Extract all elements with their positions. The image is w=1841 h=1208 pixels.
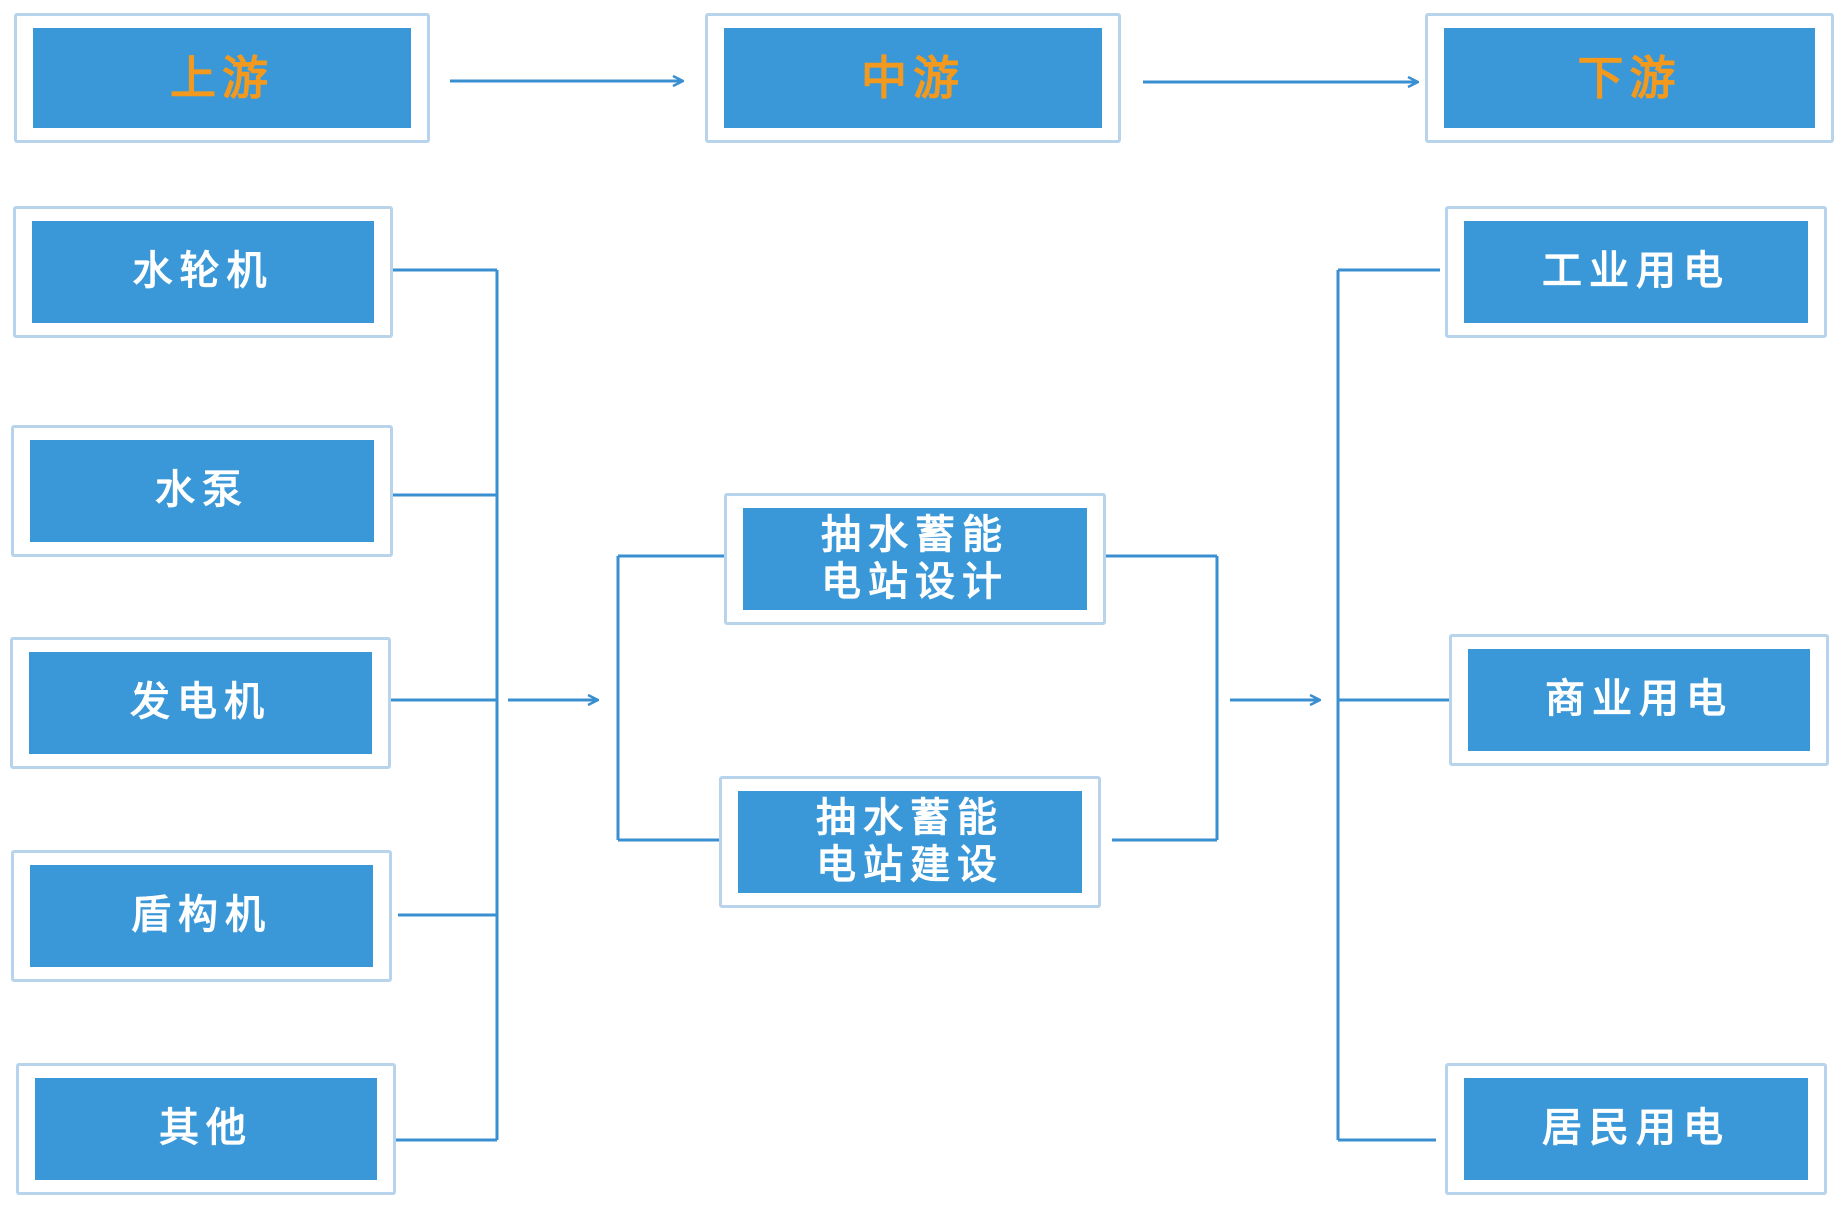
midstream-item: 抽水蓄能 电站建设 xyxy=(719,776,1101,908)
downstream-item-label: 工业用电 xyxy=(1542,248,1730,295)
upstream-item-label: 水轮机 xyxy=(132,248,274,295)
upstream-item: 其他 xyxy=(16,1063,396,1195)
downstream-item-label: 商业用电 xyxy=(1545,676,1733,723)
downstream-item-label: 居民用电 xyxy=(1542,1105,1730,1152)
midstream-item-label: 抽水蓄能 电站建设 xyxy=(816,794,1004,888)
upstream-item-label: 水泵 xyxy=(155,467,249,514)
downstream-item: 居民用电 xyxy=(1445,1063,1827,1195)
downstream-item: 商业用电 xyxy=(1449,634,1829,766)
header-upstream-label: 上游 xyxy=(170,50,274,105)
upstream-item: 盾构机 xyxy=(11,850,392,982)
midstream-item: 抽水蓄能 电站设计 xyxy=(724,493,1106,625)
downstream-item: 工业用电 xyxy=(1445,206,1827,338)
midstream-item-label: 抽水蓄能 电站设计 xyxy=(821,511,1009,605)
header-upstream: 上游 xyxy=(14,13,430,143)
header-midstream-label: 中游 xyxy=(861,50,965,105)
upstream-item: 发电机 xyxy=(10,637,391,769)
upstream-item-label: 其他 xyxy=(159,1105,253,1152)
header-downstream-label: 下游 xyxy=(1577,50,1682,105)
header-downstream: 下游 xyxy=(1425,13,1834,143)
upstream-item: 水泵 xyxy=(11,425,393,557)
upstream-item-label: 盾构机 xyxy=(131,892,272,939)
upstream-item-label: 发电机 xyxy=(130,679,271,726)
upstream-item: 水轮机 xyxy=(13,206,393,338)
header-midstream: 中游 xyxy=(705,13,1121,143)
